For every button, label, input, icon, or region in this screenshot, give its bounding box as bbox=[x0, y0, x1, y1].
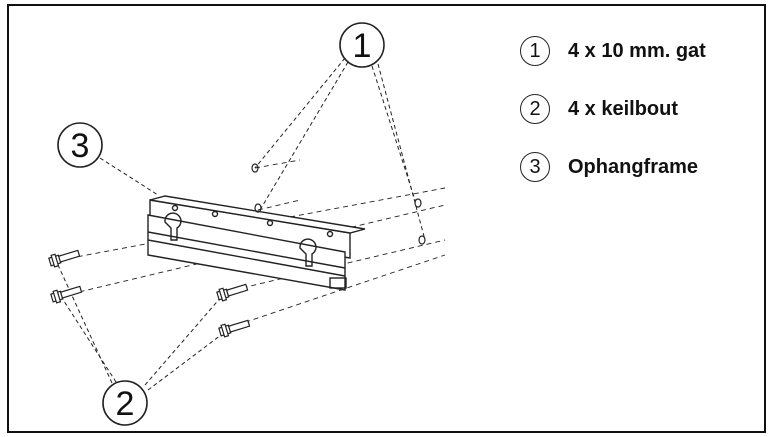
legend-text-1: 4 x 10 mm. gat bbox=[568, 39, 706, 62]
callout-number-3: 3 bbox=[71, 127, 90, 165]
leader-line-3 bbox=[99, 157, 159, 196]
legend-item-1: 1 4 x 10 mm. gat bbox=[520, 34, 706, 68]
leader-lines-2 bbox=[57, 264, 226, 391]
hanging-frame bbox=[147, 195, 366, 291]
callout-circle-1 bbox=[339, 22, 385, 68]
callout-circle-2 bbox=[102, 380, 148, 426]
legend-text-2: 4 x keilbout bbox=[568, 97, 679, 120]
callout-number-2: 2 bbox=[116, 385, 135, 423]
legend-number-3: 3 bbox=[520, 152, 550, 182]
wedge-bolts bbox=[48, 249, 251, 338]
legend-item-2: 2 4 x keilbout bbox=[520, 92, 706, 126]
callout-circle-3 bbox=[57, 122, 103, 168]
legend-number-2: 2 bbox=[520, 94, 550, 124]
callout-number-1: 1 bbox=[353, 27, 372, 65]
bolt-axis-lines bbox=[59, 159, 446, 329]
legend: 1 4 x 10 mm. gat 2 4 x keilbout 3 Ophang… bbox=[520, 34, 706, 208]
legend-text-3: Ophangframe bbox=[568, 155, 699, 178]
leader-lines-1 bbox=[254, 57, 426, 241]
wall-holes bbox=[251, 163, 426, 245]
legend-number-1: 1 bbox=[520, 36, 550, 66]
legend-item-3: 3 Ophangframe bbox=[520, 150, 706, 184]
